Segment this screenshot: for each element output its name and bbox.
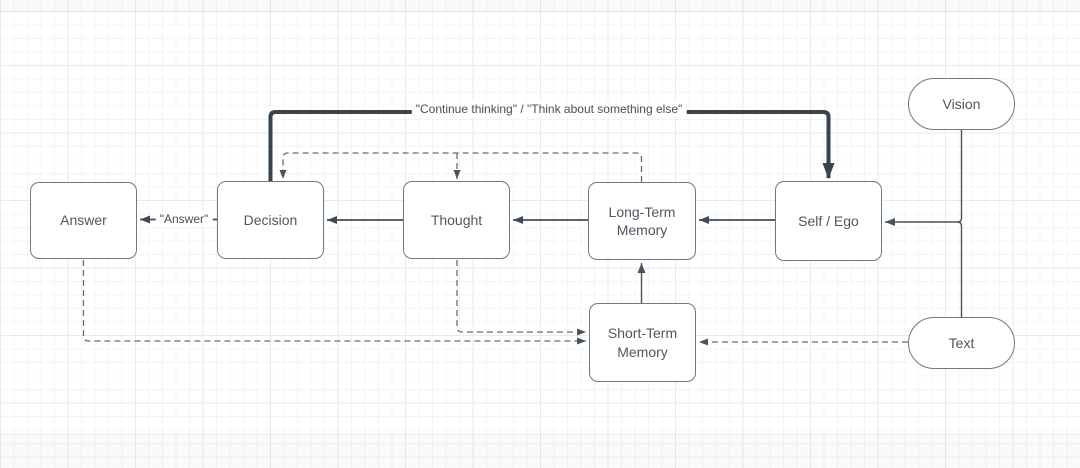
edge-text-to-self-ego[interactable] — [957, 221, 963, 317]
edge-vision-to-self-ego[interactable] — [885, 129, 963, 226]
edge-label-continue-thinking[interactable]: "Continue thinking" / "Think about somet… — [411, 101, 687, 117]
node-vision[interactable]: Vision — [908, 78, 1015, 130]
edge-thought-to-stm-dashed[interactable] — [456, 260, 586, 336]
node-decision-label: Decision — [243, 211, 298, 228]
node-text-label: Text — [948, 334, 975, 351]
node-thought-label: Thought — [430, 211, 483, 228]
edge-ltm-to-decision-dashed[interactable] — [279, 152, 643, 182]
node-thought[interactable]: Thought — [403, 181, 510, 259]
node-vision-label: Vision — [942, 95, 981, 112]
node-decision[interactable]: Decision — [217, 181, 324, 259]
node-long-term-memory[interactable]: Long-Term Memory — [588, 182, 696, 260]
node-self-ego-label: Self / Ego — [798, 212, 859, 229]
node-answer-label: Answer — [60, 212, 107, 229]
node-text[interactable]: Text — [908, 317, 1015, 369]
node-short-term-memory-label: Short-Term Memory — [607, 325, 678, 360]
edge-label-answer[interactable]: "Answer" — [155, 211, 213, 227]
node-short-term-memory[interactable]: Short-Term Memory — [589, 303, 696, 382]
node-self-ego[interactable]: Self / Ego — [775, 181, 882, 261]
edge-decision-to-self-ego[interactable] — [268, 110, 835, 181]
edge-answer-to-stm-dashed[interactable] — [82, 260, 587, 345]
node-answer[interactable]: Answer — [30, 182, 137, 259]
node-long-term-memory-label: Long-Term Memory — [608, 203, 676, 238]
